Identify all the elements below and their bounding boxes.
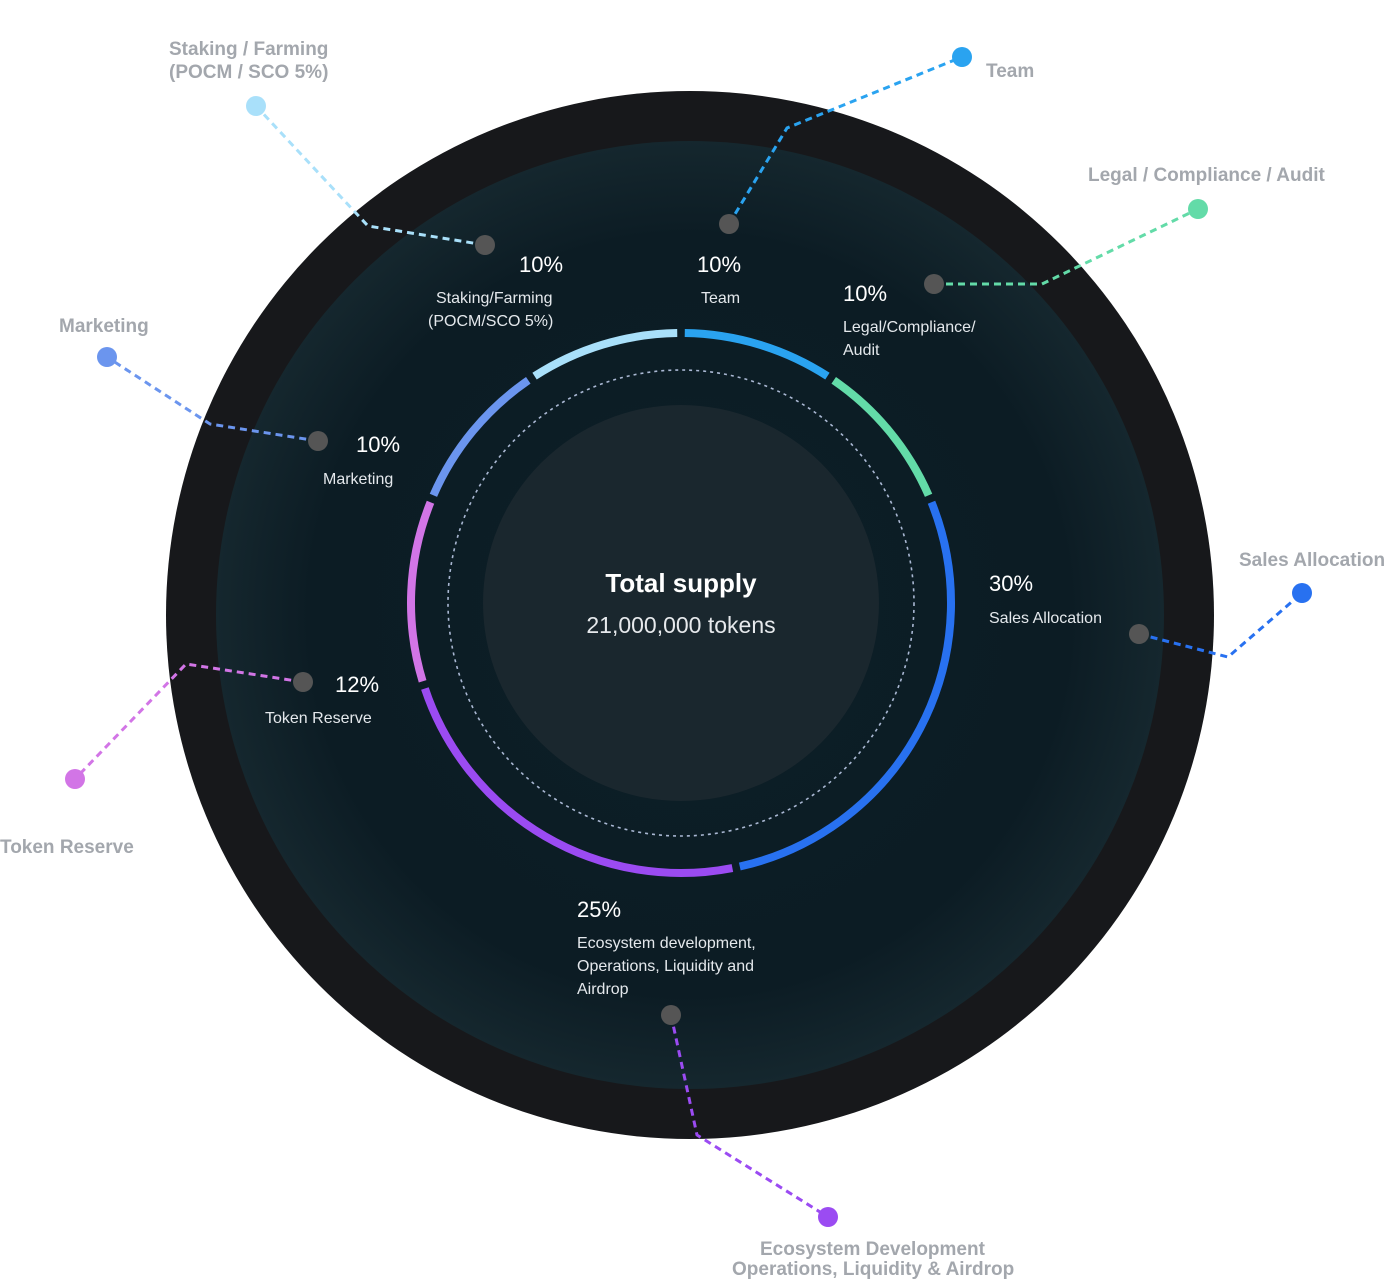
legend-staking-line1: Staking / Farming: [169, 39, 329, 60]
legend-reserve: Token Reserve: [0, 837, 134, 858]
dotted-ring: [447, 369, 915, 837]
inner-marker-sales: [1129, 624, 1149, 644]
arc-ecosystem: [421, 687, 734, 877]
leader-line-legal: [934, 207, 1199, 286]
legal-name-line2: Audit: [843, 342, 880, 359]
inner-marker-reserve: [293, 672, 313, 692]
total-supply-value: 21,000,000 tokens: [586, 612, 776, 638]
reserve-name: Token Reserve: [265, 710, 372, 727]
inner-marker-team: [719, 214, 739, 234]
staking-name-line1: Staking/Farming: [436, 290, 553, 307]
leader-line-sales: [1138, 591, 1303, 659]
staking-name-line2: (POCM/SCO 5%): [428, 313, 554, 330]
ecosystem-name-line3: Airdrop: [577, 981, 629, 998]
inner-marker-marketing: [308, 431, 328, 451]
sales-name: Sales Allocation: [989, 610, 1102, 627]
reserve-pct: 12%: [335, 672, 380, 697]
legend-legal: Legal / Compliance / Audit: [1088, 165, 1325, 186]
legend-staking-line2: (POCM / SCO 5%): [169, 62, 329, 83]
arc-marketing: [429, 377, 531, 497]
inner-marker-legal: [924, 274, 944, 294]
legend-dot-ecosystem: [818, 1207, 838, 1227]
legend-dot-team: [952, 47, 972, 67]
legend-dot-sales: [1292, 583, 1312, 603]
legend-ecosystem-line2: Operations, Liquidity & Airdrop: [732, 1259, 1015, 1280]
legend-dot-legal: [1188, 199, 1208, 219]
team-pct: 10%: [697, 252, 742, 277]
leader-line-marketing: [106, 355, 319, 443]
arc-team: [684, 329, 830, 380]
legend-dot-reserve: [65, 769, 85, 789]
legal-name-line1: Legal/Compliance/: [843, 319, 976, 336]
legend-dot-marketing: [97, 347, 117, 367]
marketing-pct: 10%: [356, 432, 401, 457]
inner-marker-staking: [475, 235, 495, 255]
ecosystem-pct: 25%: [577, 897, 622, 922]
arc-reserve: [407, 500, 435, 683]
arc-staking: [532, 329, 678, 380]
arc-legal: [831, 377, 933, 497]
staking-pct: 10%: [519, 252, 564, 277]
marketing-name: Marketing: [323, 471, 394, 488]
donut-arcs: [407, 329, 955, 877]
arc-sales: [738, 500, 955, 871]
legend-dot-staking: [246, 96, 266, 116]
leader-line-reserve: [73, 662, 304, 781]
leader-lines: [65, 47, 1312, 1227]
ecosystem-name-line1: Ecosystem development,: [577, 935, 756, 952]
legend-marketing: Marketing: [59, 316, 149, 337]
legend-sales: Sales Allocation: [1239, 550, 1386, 571]
legal-pct: 10%: [843, 281, 888, 306]
team-name: Team: [701, 290, 741, 307]
leader-line-team: [727, 55, 963, 225]
inner-marker-ecosystem: [661, 1005, 681, 1025]
total-supply-title: Total supply: [605, 568, 757, 598]
sales-pct: 30%: [989, 571, 1034, 596]
leader-line-ecosystem: [669, 1014, 829, 1219]
legend-team: Team: [986, 61, 1035, 82]
legend-ecosystem-line1: Ecosystem Development: [760, 1239, 985, 1260]
leader-line-staking: [254, 104, 486, 247]
center-disc: [483, 405, 879, 801]
ecosystem-name-line2: Operations, Liquidity and: [577, 958, 754, 975]
